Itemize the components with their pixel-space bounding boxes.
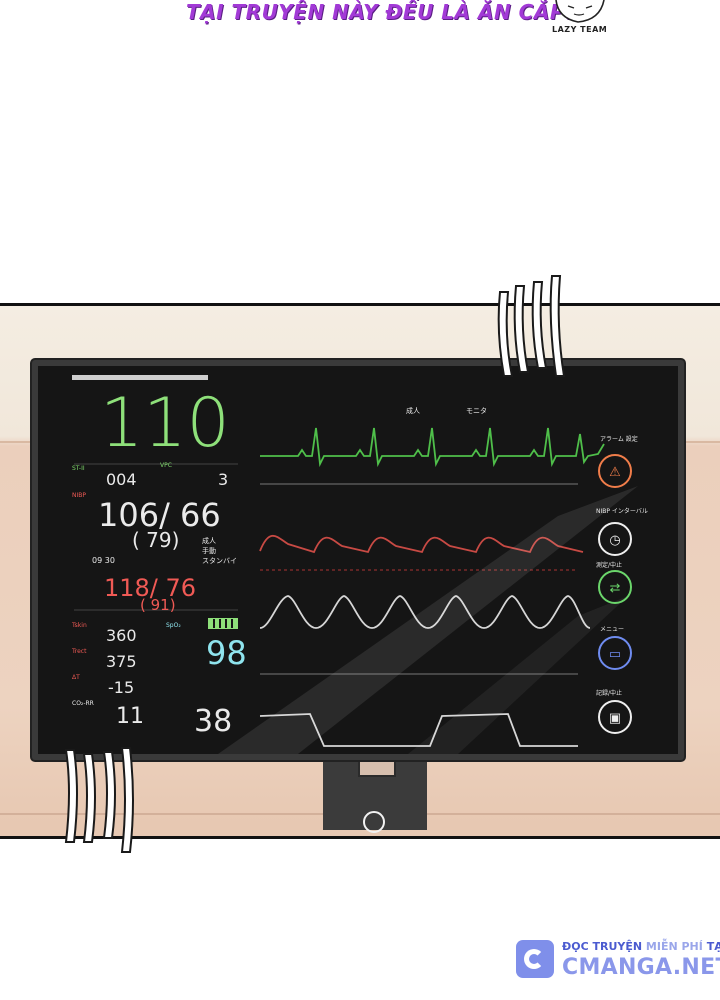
arterial-pressure-wave xyxy=(259,534,584,554)
record-icon: ▣ xyxy=(608,709,622,725)
co2-rr-value: 11 xyxy=(116,704,144,729)
mode-adult: 成人 xyxy=(202,537,216,545)
measure-label: 測定/中止 xyxy=(596,562,623,569)
top-adult-label: 成人 xyxy=(406,407,420,415)
top-monitor-label: モニタ xyxy=(466,407,487,415)
etco2-value: 38 xyxy=(194,704,233,739)
menu-label: メニュー xyxy=(600,626,625,633)
site-logo-icon xyxy=(524,949,544,969)
menu-icon: ▭ xyxy=(608,645,622,661)
trect-value: 375 xyxy=(106,652,137,671)
vpc-value: 3 xyxy=(218,470,229,489)
trect-label: Trect xyxy=(72,648,87,655)
spo2-value: 98 xyxy=(206,634,247,672)
clock-icon: ◷ xyxy=(609,531,621,547)
vpc-label: VPC xyxy=(160,462,172,469)
top-banner: TẠI TRUYỆN NÀY ĐỀU LÀ ĂN CẮP! LAZY TEAM xyxy=(0,0,720,40)
trembling-fingers-bottom xyxy=(64,747,134,853)
st-value: 004 xyxy=(106,470,137,489)
dt-label: ΔT xyxy=(72,674,80,681)
waveforms xyxy=(72,375,638,754)
measure-button[interactable]: ⇄ xyxy=(598,570,632,604)
tskin-value: 360 xyxy=(106,626,137,645)
co2-label: CO₂-RR xyxy=(72,700,94,707)
spo2-signal-bar xyxy=(208,618,238,629)
st-label: ST-II xyxy=(72,465,85,472)
mode-standby: スタンバイ xyxy=(202,557,237,565)
tagline-at: TẠI xyxy=(706,940,720,953)
alarm-button[interactable]: ⚠ xyxy=(598,454,632,488)
measure-icon: ⇄ xyxy=(609,579,621,595)
nibp-interval-button[interactable]: ◷ xyxy=(598,522,632,556)
alarm-triangle-icon: ⚠ xyxy=(609,463,621,479)
banner-text: TẠI TRUYỆN NÀY ĐỀU LÀ ĂN CẮP! xyxy=(186,0,575,24)
trembling-fingers-top xyxy=(497,275,566,377)
power-button[interactable] xyxy=(363,811,385,833)
screen-glare xyxy=(218,486,638,754)
site-name[interactable]: CMANGA.NET xyxy=(562,955,720,980)
heart-rate-value: 110 xyxy=(100,384,230,463)
capnography-wave xyxy=(259,713,578,747)
nibp-mean: ( 79) xyxy=(132,528,180,552)
tskin-label: Tskin xyxy=(72,622,87,629)
mascot-face-icon xyxy=(555,0,605,23)
mode-manual: 手動 xyxy=(202,547,216,555)
record-label: 記録/中止 xyxy=(596,690,623,697)
alarm-settings-label: アラーム 設定 xyxy=(600,436,638,443)
nibp-time: 09 30 xyxy=(92,556,115,565)
monitor-screen xyxy=(38,366,678,754)
record-button[interactable]: ▣ xyxy=(598,700,632,734)
arterial-pressure-mean: ( 91) xyxy=(140,596,176,614)
nibp-label: NIBP xyxy=(72,492,86,499)
arterial-pressure-value: 118/ 76 xyxy=(104,574,197,602)
dt-value: -15 xyxy=(108,678,135,697)
spo2-label: SpO₂ xyxy=(166,622,181,629)
stand-notch xyxy=(358,760,396,777)
footer-tagline: ĐỌC TRUYỆN MIỄN PHÍ TẠI xyxy=(562,940,720,953)
tagline-read: ĐỌC TRUYỆN xyxy=(562,940,643,953)
nibp-value: 106/ 66 xyxy=(98,496,221,534)
ecg-wave xyxy=(260,427,605,468)
tagline-free: MIỄN PHÍ xyxy=(645,940,703,953)
menu-button[interactable]: ▭ xyxy=(598,636,632,670)
status-bar xyxy=(72,375,208,380)
pleth-wave xyxy=(259,595,591,629)
nibp-interval-label: NIBP インターバル xyxy=(596,508,648,515)
team-label: LAZY TEAM xyxy=(552,25,608,34)
